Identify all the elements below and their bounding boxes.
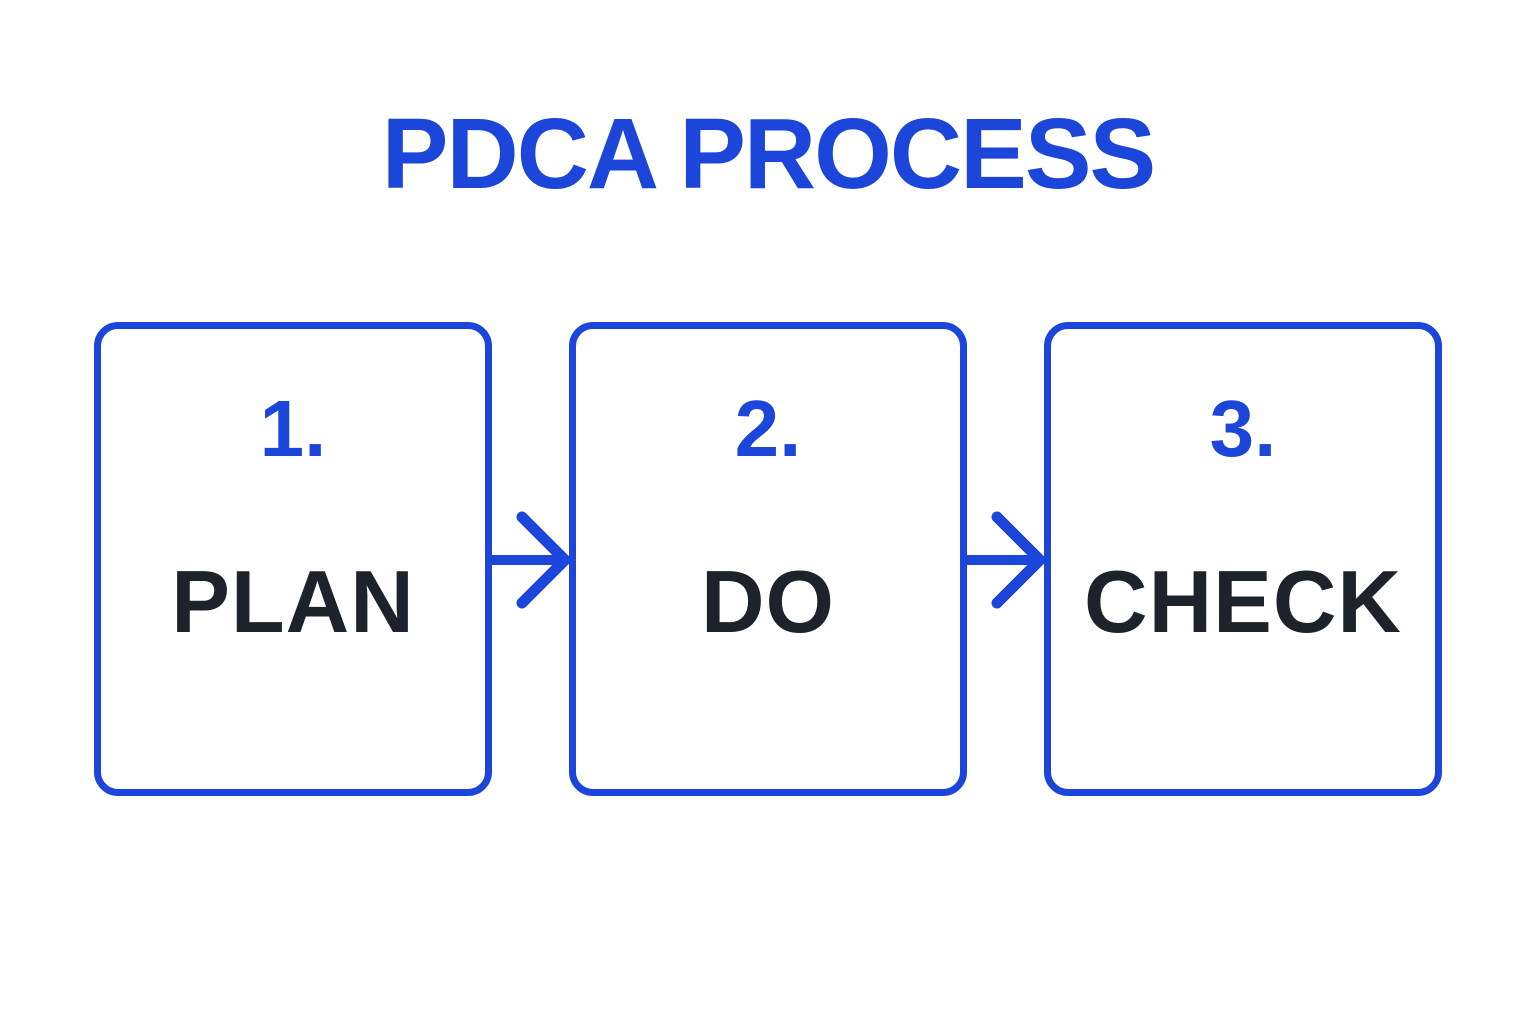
step-label: CHECK xyxy=(1084,552,1402,651)
step-label: PLAN xyxy=(171,552,415,651)
right-arrow-icon xyxy=(967,511,1044,609)
step-box-do: 2. DO xyxy=(569,322,967,796)
step-number: 2. xyxy=(734,384,802,473)
step-box-check: 3. CHECK xyxy=(1044,322,1442,796)
step-number: 1. xyxy=(259,384,327,473)
diagram-title: PDCA PROCESS xyxy=(381,98,1156,210)
step-box-plan: 1. PLAN xyxy=(94,322,492,796)
step-label: DO xyxy=(701,552,835,651)
right-arrow-icon xyxy=(492,511,569,609)
step-number: 3. xyxy=(1209,384,1277,473)
